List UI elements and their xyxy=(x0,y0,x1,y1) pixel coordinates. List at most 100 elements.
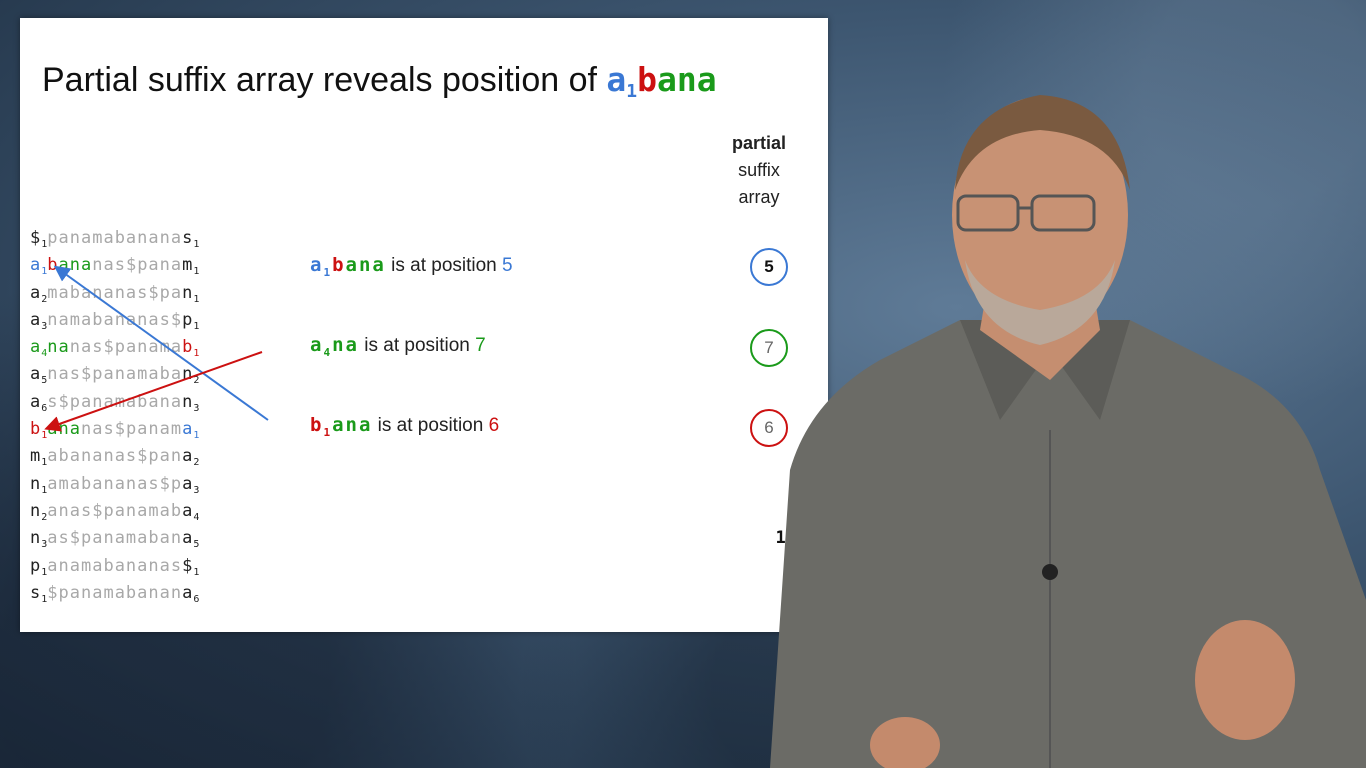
bwm-row: a2mabananas$pan1 xyxy=(30,280,199,307)
row-text: amabananas$p xyxy=(47,473,183,494)
row-text: n xyxy=(182,282,194,303)
psa-header: partial suffix array xyxy=(720,130,798,211)
row-text: s$panamabana xyxy=(47,391,183,412)
rank-subscript: 1 xyxy=(41,484,48,496)
bwm-row: a1bananas$panam1 xyxy=(30,252,199,279)
row-text: b xyxy=(47,255,59,276)
slide-title: Partial suffix array reveals position of… xyxy=(42,60,717,102)
bwm-row: s1$panamabanana6 xyxy=(30,580,199,607)
sa-circle-5: 5 xyxy=(750,248,788,286)
sa-circle-7: 7 xyxy=(750,329,788,367)
row-text: as$panamaban xyxy=(47,528,183,549)
row-text: $ xyxy=(182,555,194,576)
title-text: Partial suffix array reveals position of xyxy=(42,61,597,99)
bwm-row: a4nanas$panamab1 xyxy=(30,334,199,361)
psa-header-line: suffix xyxy=(738,160,780,180)
row-text: a xyxy=(182,446,194,467)
rank-subscript: 1 xyxy=(193,320,200,332)
rank-subscript: 1 xyxy=(193,239,200,250)
rank-subscript: 1 xyxy=(193,348,200,360)
rank-subscript: 5 xyxy=(193,539,200,551)
row-text: a xyxy=(30,282,42,303)
arrows xyxy=(44,265,269,432)
row-text: p xyxy=(30,555,42,576)
lecture-slide: Partial suffix array reveals position of… xyxy=(20,18,828,632)
row-text: abananas$pan xyxy=(47,446,183,467)
rank-subscript: 2 xyxy=(41,293,48,305)
bwm-row: m1abananas$pana2 xyxy=(30,443,199,470)
rank-subscript: 1 xyxy=(41,239,48,250)
row-text: p xyxy=(182,309,194,330)
row-text: a xyxy=(182,500,194,521)
rank-subscript: 1 xyxy=(193,566,200,578)
rank-subscript: 1 xyxy=(193,293,200,305)
rank-subscript: 3 xyxy=(41,539,48,551)
rank-subscript: 2 xyxy=(193,375,200,387)
rank-subscript: 2 xyxy=(41,511,48,523)
row-text: nas$panama xyxy=(69,337,183,358)
rank-subscript: 1 xyxy=(41,457,48,469)
row-text: $panamabanan xyxy=(47,582,183,603)
bwm-row: a6s$panamabanan3 xyxy=(30,389,199,416)
rank-subscript: 6 xyxy=(193,593,200,605)
title-a: a1 xyxy=(606,60,638,102)
rank-subscript: 4 xyxy=(41,348,48,360)
row-text: mabananas$pa xyxy=(47,282,183,303)
rank-subscript: 1 xyxy=(193,430,200,442)
blue-arrow xyxy=(53,265,269,421)
row-text: m xyxy=(30,446,42,467)
bwm-row: p1anamabananas$1 xyxy=(30,553,199,580)
row-text: n xyxy=(182,364,194,385)
row-text: b xyxy=(30,419,42,440)
bwm-row: n2anas$panamaba4 xyxy=(30,498,199,525)
row-text: a xyxy=(182,473,194,494)
rank-subscript: 1 xyxy=(41,430,48,442)
rank-subscript: 1 xyxy=(41,266,48,278)
sa-circle-6: 6 xyxy=(750,409,788,447)
row-text: nas$panamaba xyxy=(47,364,183,385)
row-text: a xyxy=(30,255,42,276)
row-text: s xyxy=(30,582,42,603)
row-text: nas$pana xyxy=(92,255,183,276)
red-arrow xyxy=(44,351,263,432)
psa-header-line: partial xyxy=(731,133,787,153)
bwm-row: $1panamabananas1 xyxy=(30,225,199,252)
rank-subscript: 1 xyxy=(41,593,48,605)
bwm-row: a3namabananas$p1 xyxy=(30,307,199,334)
rank-subscript: 5 xyxy=(41,375,48,387)
row-text: na xyxy=(47,337,70,358)
rank-subscript: 4 xyxy=(193,511,200,523)
rank-subscript: 6 xyxy=(41,402,48,414)
row-text: nas$panam xyxy=(81,419,183,440)
row-text: a xyxy=(182,419,194,440)
title-ana: ana xyxy=(657,60,717,99)
row-text: anamabananas xyxy=(47,555,183,576)
rank-subscript: 3 xyxy=(193,402,200,414)
position-note: b1ana is at position 6 xyxy=(310,414,500,439)
position-note: a1bana is at position 5 xyxy=(310,254,513,279)
row-text: a xyxy=(30,337,42,358)
rank-subscript: 3 xyxy=(193,484,200,496)
title-b: b xyxy=(637,60,658,99)
rank-subscript: 1 xyxy=(41,566,48,578)
bwm-row: a5nas$panamaban2 xyxy=(30,361,199,388)
row-text: anas$panamab xyxy=(47,500,183,521)
rank-subscript: 1 xyxy=(193,266,200,278)
row-text: n xyxy=(30,528,42,549)
row-text: b xyxy=(182,337,194,358)
row-text: panamabanana xyxy=(47,228,183,248)
rank-subscript: 2 xyxy=(193,457,200,469)
row-text: $ xyxy=(30,228,42,248)
position-note: a4na is at position 7 xyxy=(310,334,486,359)
row-text: n xyxy=(182,391,194,412)
row-text: a xyxy=(30,364,42,385)
bwm-row: n3as$panamabana5 xyxy=(30,525,199,552)
row-text: namabananas$ xyxy=(47,309,183,330)
rank-subscript: 3 xyxy=(41,320,48,332)
row-text: m xyxy=(182,255,194,276)
row-text: a xyxy=(30,391,42,412)
row-text: n xyxy=(30,473,42,494)
row-text: a xyxy=(182,528,194,549)
